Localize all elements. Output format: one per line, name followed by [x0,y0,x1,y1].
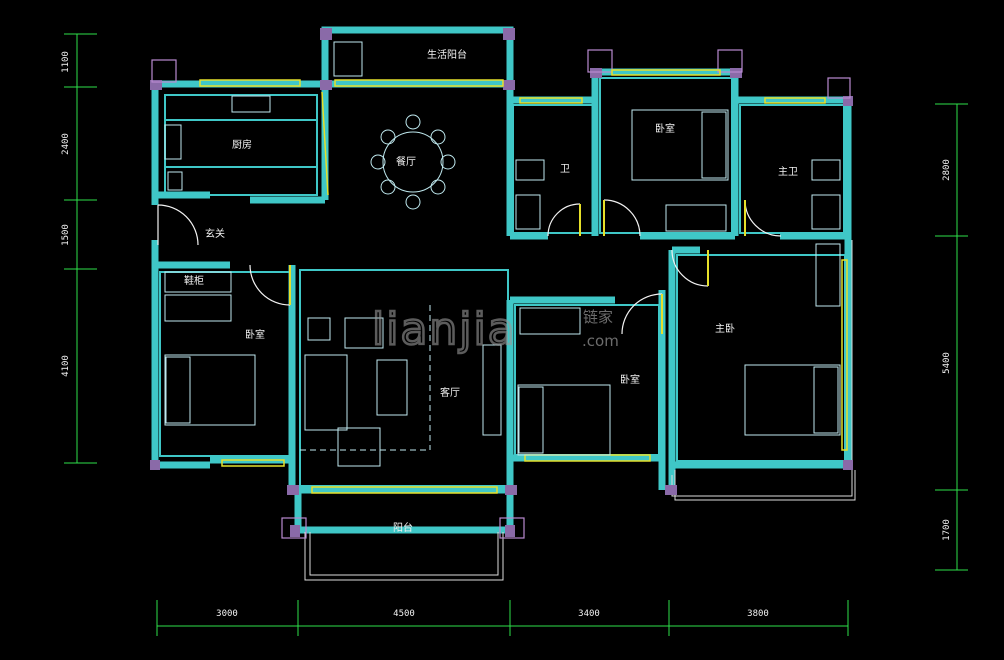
inner-walls [159,77,856,581]
windows [199,69,848,494]
dimension-lines-right: 2800 5400 1700 [935,103,968,571]
room-label-kitchen: 厨房 [232,138,252,151]
dim-left-1: 1100 [61,51,71,73]
doors [157,199,782,335]
room-label-balcony: 阳台 [393,521,413,534]
room-labels: 生活阳台 厨房 餐厅 卫 卧室 主卫 玄关 鞋柜 卧室 客厅 卧室 主卧 阳台 [184,48,798,534]
dim-right-2: 5400 [942,352,952,374]
dimension-lines-left: 1100 2400 1500 4100 [61,33,97,464]
watermark: lianjia 链家 .com [371,303,619,357]
furniture [164,41,841,467]
room-label-shoe-cabinet: 鞋柜 [184,274,204,287]
room-label-bath1: 卫 [560,164,570,175]
columns [150,28,853,539]
dim-bottom-1: 3000 [216,609,238,619]
room-label-foyer: 玄关 [205,227,225,240]
watermark-domain: .com [582,332,619,350]
dim-left-4: 4100 [61,355,71,377]
room-label-bedroom-top: 卧室 [655,122,675,135]
dim-right-3: 1700 [942,519,952,541]
dim-left-2: 2400 [61,133,71,155]
room-label-life-balcony: 生活阳台 [427,48,467,61]
dim-bottom-2: 4500 [393,609,415,619]
dim-left-3: 1500 [61,224,71,246]
room-label-bedroom-left: 卧室 [245,328,265,341]
watermark-brand: lianjia [372,304,517,355]
dim-bottom-4: 3800 [747,609,769,619]
room-label-living: 客厅 [440,386,460,399]
watermark-cn: 链家 [583,308,613,326]
room-label-master-bedroom: 主卧 [715,322,735,335]
dimension-lines-bottom: 3000 4500 3400 3800 [156,600,849,636]
room-label-master-bath: 主卫 [778,166,798,178]
room-label-dining: 餐厅 [396,155,416,168]
dim-bottom-3: 3400 [578,609,600,619]
dim-right-1: 2800 [942,159,952,181]
room-label-bedroom-mid: 卧室 [620,373,640,386]
